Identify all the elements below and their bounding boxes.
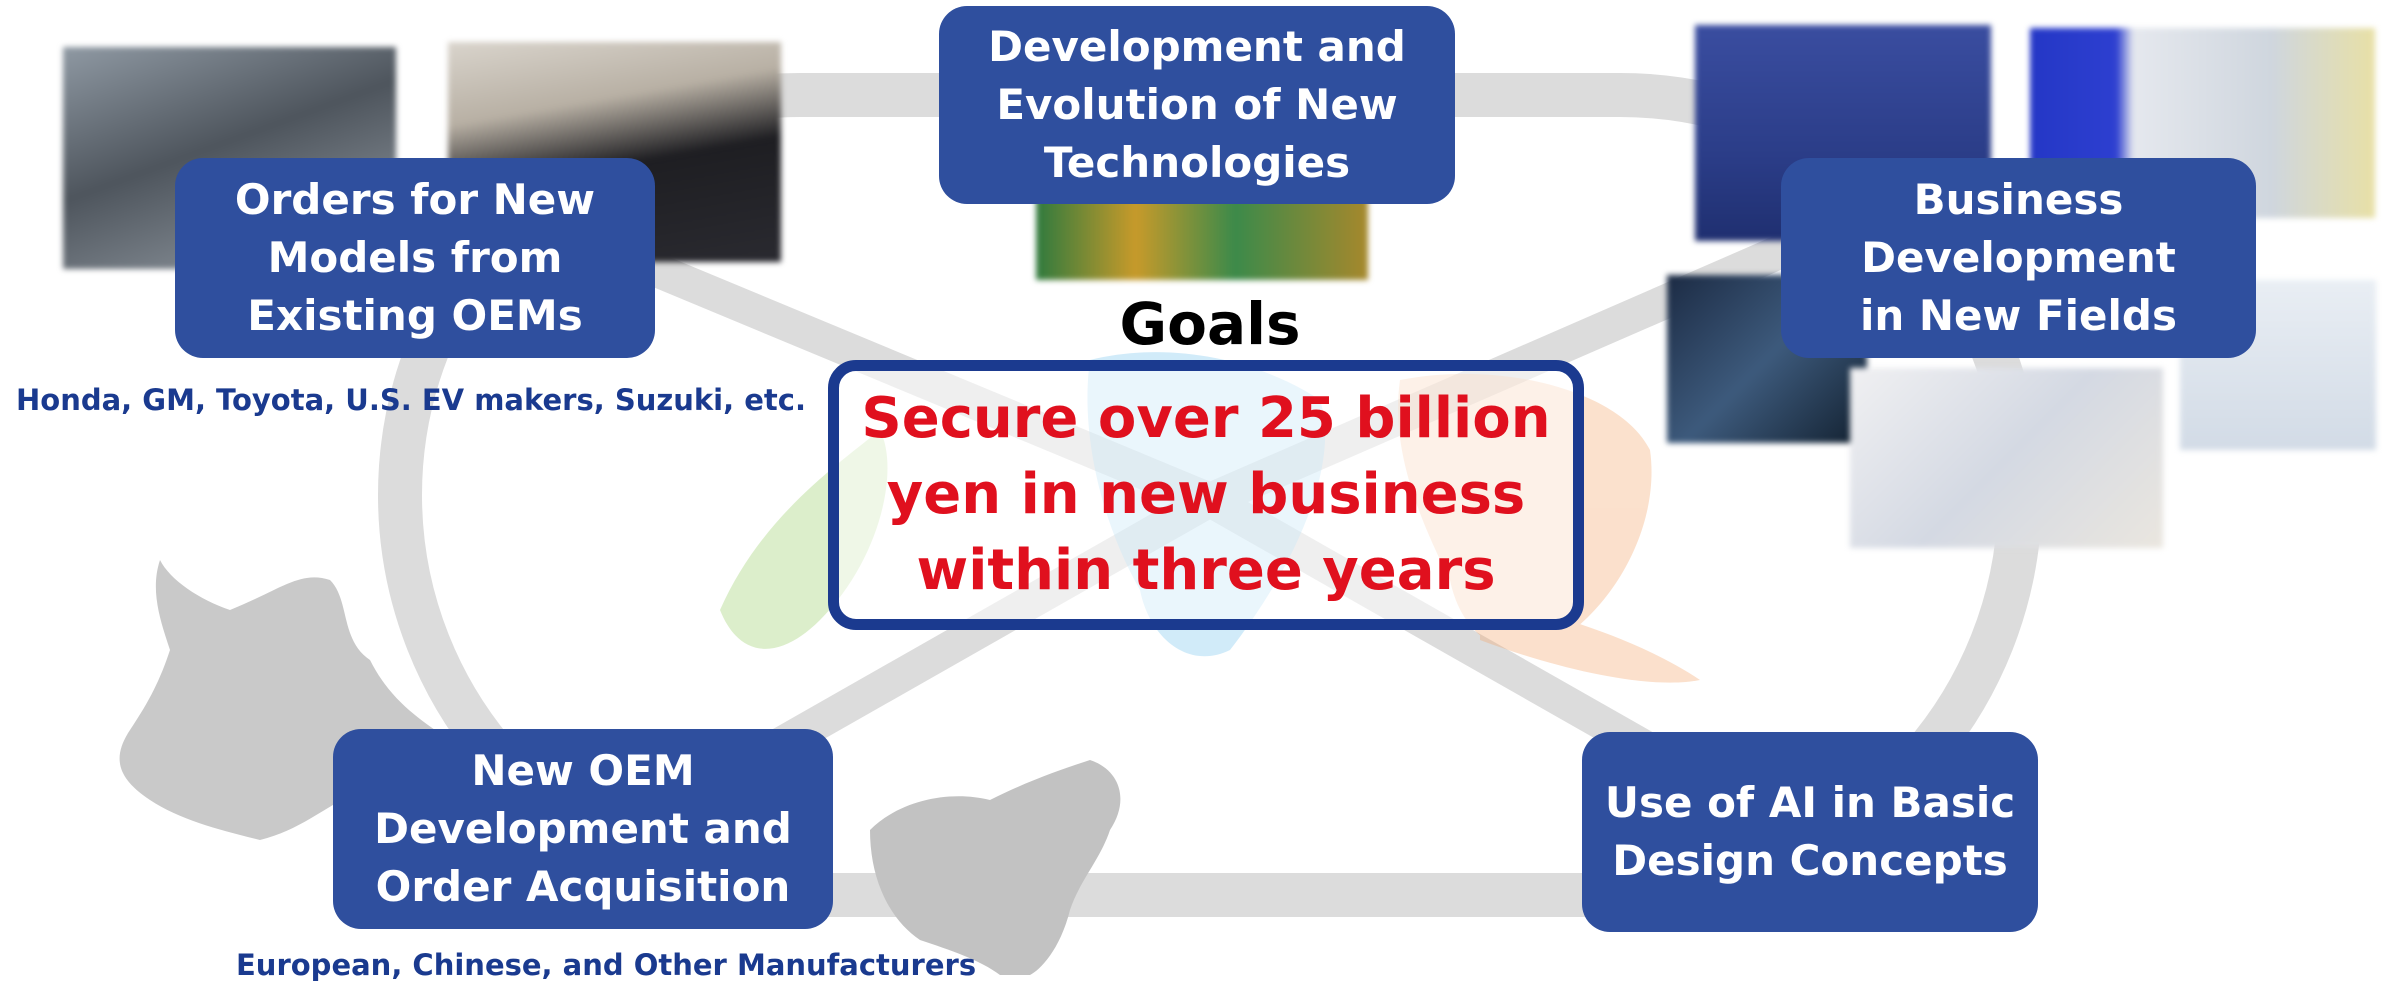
node-new-oem-line-2: Development and [374,804,792,853]
node-new-oem: New OEM Development and Order Acquisitio… [333,729,833,929]
node-new-fields: Business Development in New Fields [1781,158,2256,358]
goal-line-2: yen in new business [886,462,1526,527]
node-new-fields-line-3: in New Fields [1859,291,2177,340]
circuit-board-photo [1036,195,1368,280]
node-new-technologies: Development and Evolution of New Technol… [939,6,1455,204]
node-new-technologies-line-3: Technologies [1043,138,1351,187]
goal-line-3: within three years [916,538,1496,603]
node-existing-oems-line-3: Existing OEMs [247,291,583,340]
node-new-oem-line-1: New OEM [471,746,695,795]
node-ai-design: Use of AI in Basic Design Concepts [1582,732,2038,932]
node-new-oem-line-3: Order Acquisition [375,862,791,911]
node-existing-oems-line-2: Models from [267,233,563,282]
node-new-technologies-line-1: Development and [988,22,1406,71]
goal-line-1: Secure over 25 billion [861,386,1551,451]
node-ai-design-line-1: Use of AI in Basic [1604,778,2016,827]
node-existing-oems-line-1: Orders for New [234,175,596,224]
existing-oems-caption: Honda, GM, Toyota, U.S. EV makers, Suzuk… [16,383,806,417]
node-existing-oems: Orders for New Models from Existing OEMs [175,158,655,358]
goals-title: Goals [1119,290,1301,358]
node-new-fields-line-2: Development [1861,233,2176,282]
node-ai-design-line-2: Design Concepts [1612,836,2008,885]
simulation-photo [1850,368,2163,548]
node-new-technologies-line-2: Evolution of New [996,80,1398,129]
node-new-fields-line-1: Business [1913,175,2124,224]
new-oem-caption: European, Chinese, and Other Manufacture… [236,948,977,982]
goal-box: Secure over 25 billion yen in new busine… [828,360,1584,630]
china-map-image [870,760,1121,975]
